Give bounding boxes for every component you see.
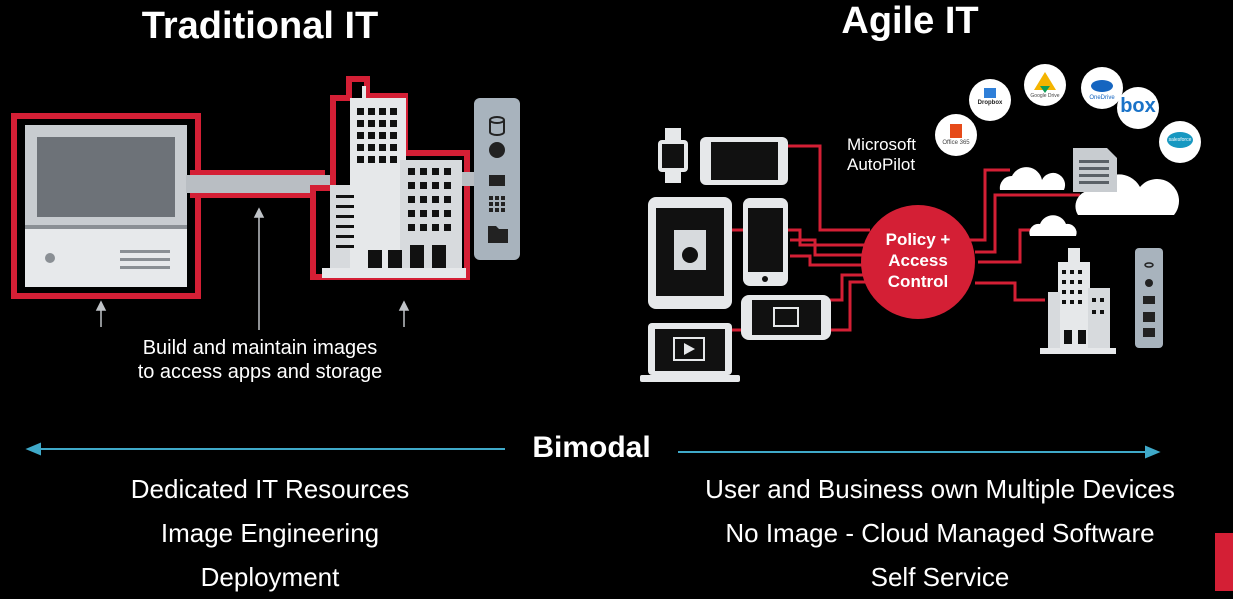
- bimodal-label: Bimodal: [532, 431, 651, 464]
- policy-line-1: Policy +: [885, 230, 951, 249]
- google-drive-icon: [1024, 64, 1066, 106]
- laptop-icon: [640, 323, 740, 382]
- datacenter-building-icon: [1040, 248, 1116, 354]
- traditional-caption: Build and maintain images to access apps…: [100, 336, 420, 384]
- list-item: Deployment: [200, 562, 340, 592]
- services-panel-small: [1135, 248, 1163, 348]
- caption-line-2: to access apps and storage: [137, 361, 383, 383]
- dropbox-label: Dropbox: [977, 100, 1003, 106]
- list-item: No Image - Cloud Managed Software: [725, 518, 1155, 548]
- desktop-computer-icon: [25, 125, 187, 287]
- caption-line-1: Build and maintain images: [142, 337, 378, 359]
- google-drive-label: Google Drive: [1030, 93, 1060, 99]
- box-icon: [1117, 87, 1159, 129]
- smartwatch-icon: [658, 128, 688, 183]
- agile-it-list: User and Business own Multiple Devices N…: [665, 467, 1215, 599]
- list-item: Image Engineering: [160, 518, 380, 548]
- salesforce-label: salesforce: [1168, 137, 1192, 143]
- traditional-it-list: Dedicated IT Resources Image Engineering…: [60, 467, 480, 599]
- bimodal-arrows: [25, 442, 1161, 459]
- office-365-icon: [935, 114, 977, 156]
- onedrive-label: OneDrive: [1089, 95, 1115, 101]
- autopilot-line-2: AutoPilot: [847, 155, 916, 174]
- document-icon: [1073, 148, 1117, 192]
- dropbox-icon: [969, 79, 1011, 121]
- policy-access-control-label: Policy + Access Control: [861, 229, 975, 292]
- tablet-icon: [648, 197, 732, 309]
- smartphone-icon: [743, 198, 788, 286]
- services-panel: [474, 98, 520, 260]
- corner-accent: [1215, 533, 1233, 591]
- salesforce-icon: [1159, 121, 1201, 163]
- policy-line-2: Access: [888, 251, 948, 270]
- list-item: User and Business own Multiple Devices: [705, 474, 1175, 504]
- onedrive-icon: [1081, 67, 1123, 109]
- office-building-icon: [322, 86, 466, 278]
- microsoft-autopilot-label: Microsoft AutoPilot: [847, 135, 916, 175]
- policy-access-control-circle: [861, 205, 975, 319]
- traditional-it-title: Traditional IT: [141, 5, 379, 47]
- policy-line-3: Control: [887, 272, 949, 291]
- landscape-phone-icon: [700, 137, 788, 185]
- list-item: Dedicated IT Resources: [130, 474, 410, 504]
- video-phone-icon: [741, 295, 831, 340]
- autopilot-line-1: Microsoft: [847, 135, 916, 154]
- office-365-label: Office 365: [942, 140, 970, 146]
- box-label: box: [1120, 95, 1156, 117]
- list-item: Self Service: [870, 562, 1010, 592]
- agile-it-title: Agile IT: [841, 0, 979, 42]
